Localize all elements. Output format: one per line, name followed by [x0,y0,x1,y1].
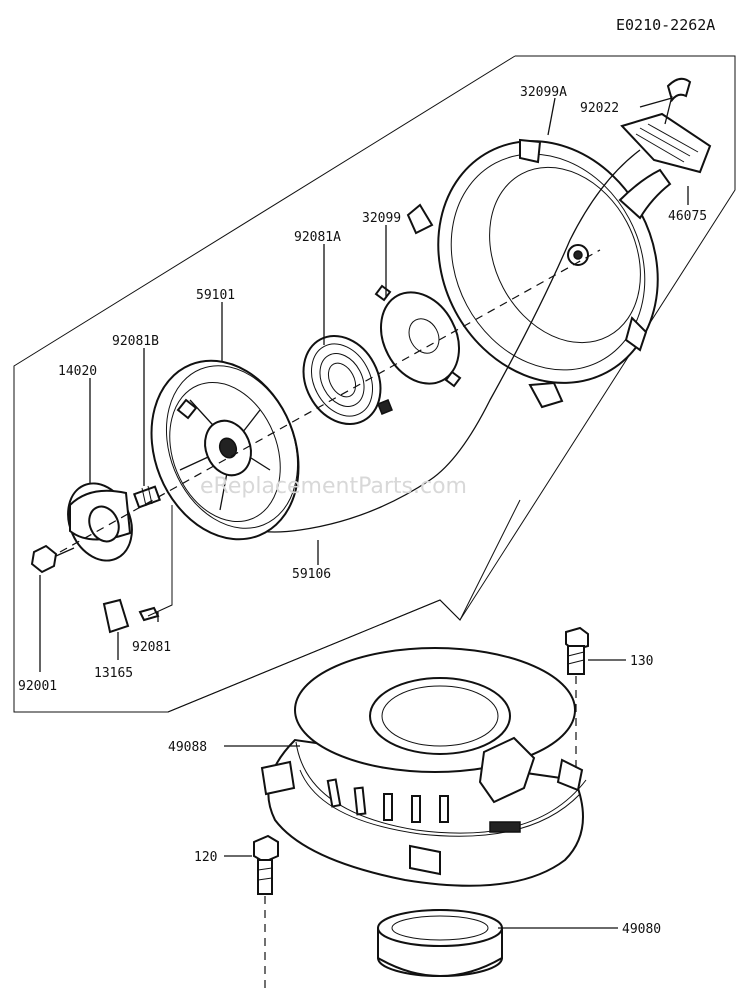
label-49088: 49088 [168,740,207,755]
recoil-spring [302,335,393,425]
recoil-cover-housing [406,138,672,409]
ratchet-pawl [102,598,160,634]
label-92081: 92081 [132,640,171,655]
cover-bolt-130 [565,626,589,675]
label-32099A: 32099A [520,85,567,100]
label-14020: 14020 [58,364,97,379]
label-120: 120 [194,850,217,865]
starter-pulley [377,909,503,977]
label-32099: 32099 [362,211,401,226]
label-13165: 13165 [94,666,133,681]
label-59106: 59106 [292,567,331,582]
reel-collar [67,482,133,562]
ratchet-plate [374,284,462,388]
starter-rope [229,149,641,533]
recoil-starter-assembly [260,647,587,887]
ratchet-spring [132,485,162,509]
label-130: 130 [630,654,653,669]
diagram-code: E0210-2262A [616,16,715,34]
reel-bolt [30,544,75,574]
starter-handle [620,77,712,174]
label-59101: 59101 [196,288,235,303]
assembly-callout-connector [167,499,521,713]
label-46075: 46075 [668,209,707,224]
label-49080: 49080 [622,922,661,937]
label-92001: 92001 [18,679,57,694]
label-92022: 92022 [580,101,619,116]
label-92081A: 92081A [294,230,341,245]
assembly-axis-top [59,249,601,553]
pawl-axis [147,505,173,617]
leader-lines [39,97,689,929]
label-92081B: 92081B [112,334,159,349]
cover-bolt-120 [253,834,279,895]
starter-reel [150,359,300,541]
watermark: eReplacementParts.com [200,474,467,499]
